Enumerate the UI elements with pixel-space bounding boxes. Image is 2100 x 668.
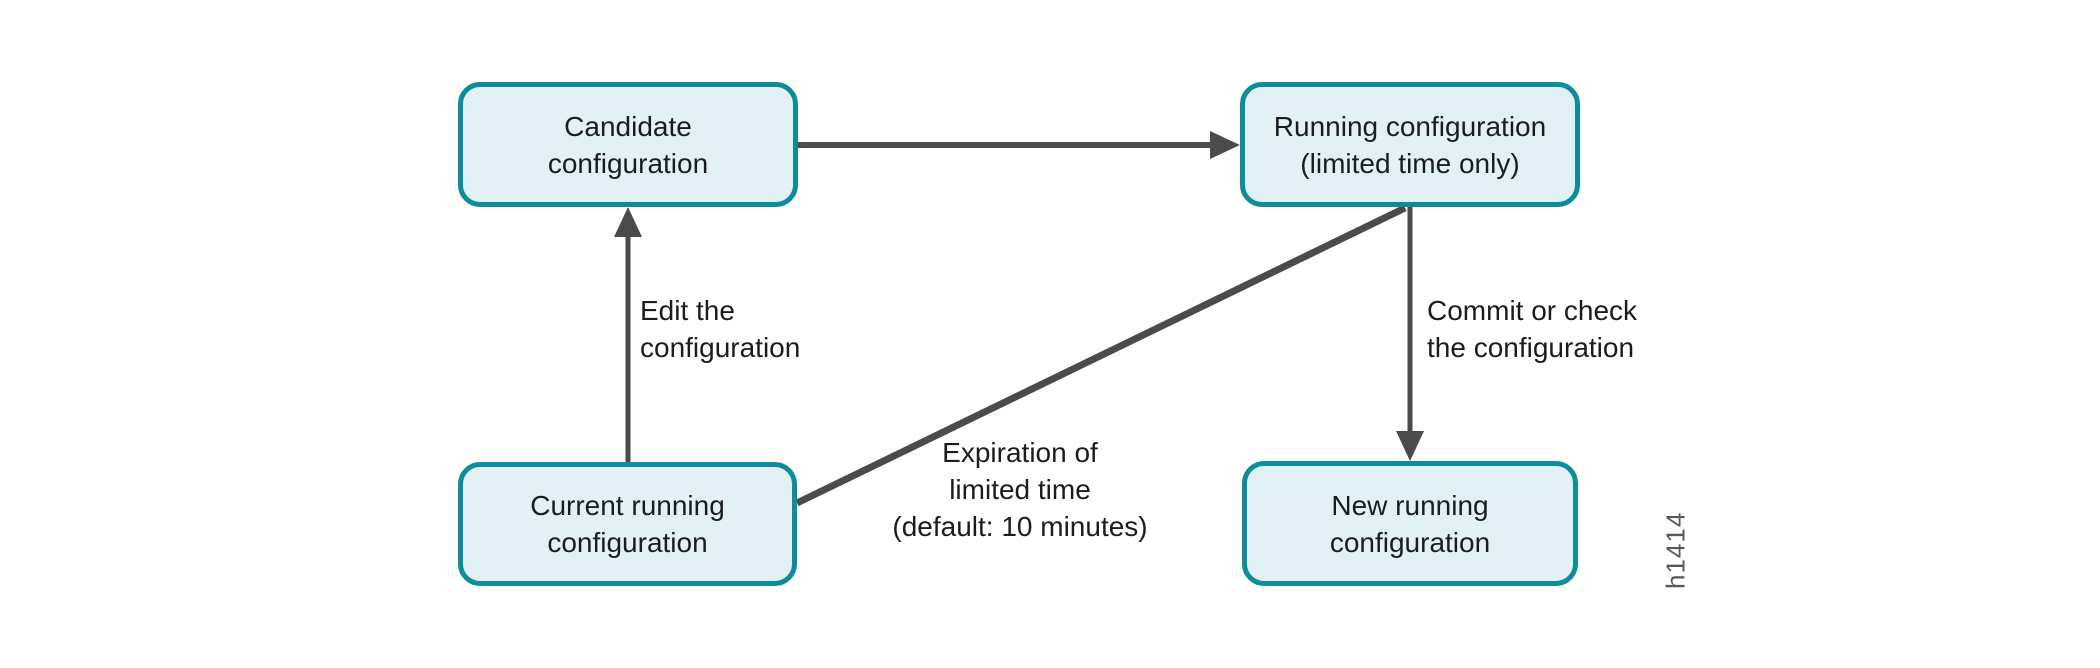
edge-label-edit-configuration: Edit the configuration bbox=[640, 295, 801, 363]
edge-label-expiration-limited-time: Expiration of limited time (default: 10 … bbox=[892, 437, 1148, 542]
node-running-configuration-limited: Running configuration (limited time only… bbox=[1240, 82, 1580, 207]
line-running-to-current-expiration bbox=[795, 204, 1407, 507]
node-new-running-label: New running configuration bbox=[1329, 489, 1491, 558]
node-new-running-configuration: New running configuration bbox=[1242, 461, 1578, 586]
arrow-running-to-new bbox=[1396, 207, 1424, 461]
node-running-limited-label: Running configuration (limited time only… bbox=[1273, 110, 1547, 179]
node-current-running-label: Current running configuration bbox=[530, 490, 725, 558]
arrow-current-to-candidate bbox=[614, 207, 642, 462]
node-current-running-configuration: Current running configuration bbox=[458, 462, 797, 586]
arrow-candidate-to-running bbox=[798, 131, 1240, 159]
node-candidate-configuration: Candidate configuration bbox=[458, 82, 798, 207]
node-candidate-label: Candidate configuration bbox=[547, 110, 709, 179]
figure-id-watermark: h1414 bbox=[1660, 511, 1691, 589]
edge-label-commit-or-check: Commit or check the configuration bbox=[1427, 295, 1638, 363]
